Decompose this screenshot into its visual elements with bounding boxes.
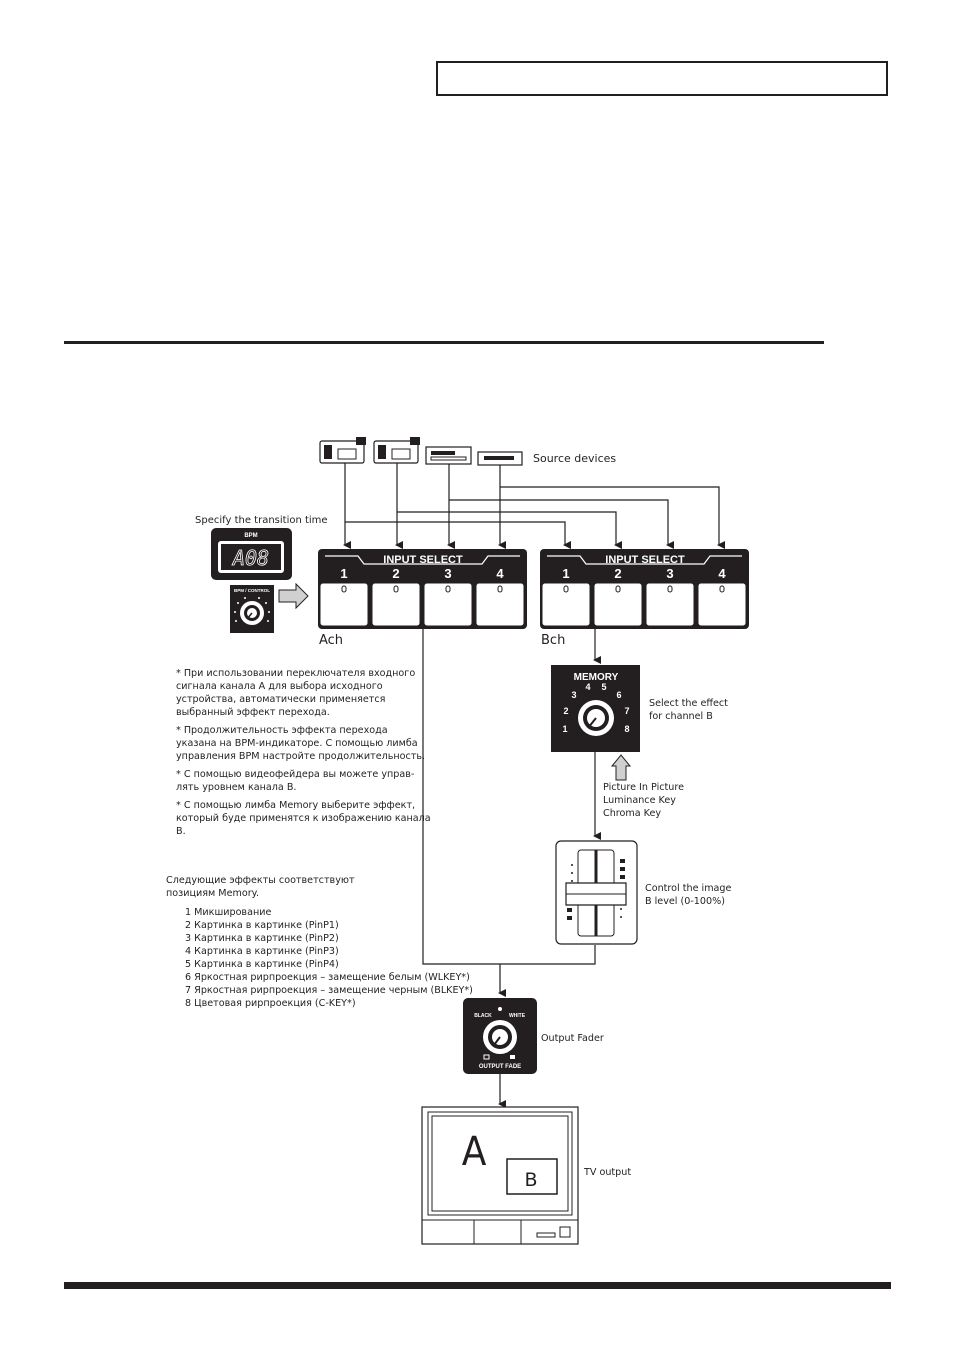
camcorder-icon-1	[319, 437, 366, 464]
bpm-label: BPM	[244, 533, 257, 539]
ach-label: Ach	[319, 633, 343, 648]
input-a-button-1[interactable]	[319, 582, 369, 627]
bpm-display-value: A08	[231, 546, 269, 570]
effect-item: 5 Картинка в картинке (PinP4)	[185, 959, 339, 970]
select-effect-label-2: for channel B	[649, 711, 713, 722]
footer-rule	[64, 1282, 891, 1289]
tv-a-label: A	[462, 1129, 487, 1175]
input-b-number-3: 3	[666, 566, 673, 581]
memory-label: MEMORY	[574, 672, 619, 683]
bpm-control-knob[interactable]	[240, 601, 264, 625]
tv-output-label: TV output	[583, 1167, 631, 1178]
note-3: * С помощью видеофейдера вы можете управ…	[176, 769, 415, 793]
svg-text:8: 8	[624, 724, 629, 734]
effects-intro: Следующие эффекты соответствуют позициям…	[166, 875, 355, 899]
input-a-led-1	[341, 585, 347, 593]
vcr-icon	[425, 446, 472, 465]
input-select-a-label: INPUT SELECT	[383, 554, 463, 566]
bpm-to-ach-arrow	[278, 582, 309, 610]
input-select-panel-a: INPUT SELECT	[318, 549, 527, 629]
input-b-led-2	[615, 585, 621, 593]
input-a-button-2[interactable]	[371, 582, 421, 627]
effect-item: 6 Яркостная рирпроекция – замещение белы…	[185, 972, 470, 983]
effect-input-arrow	[610, 754, 632, 781]
input-a-led-4	[497, 585, 503, 593]
input-b-button-1[interactable]	[541, 582, 591, 627]
header-box	[436, 61, 888, 96]
output-fade-knob[interactable]	[483, 1020, 517, 1054]
control-image-label-2: B level (0-100%)	[645, 896, 725, 907]
effect-item: 4 Картинка в картинке (PinP3)	[185, 946, 339, 957]
bch-label: Bch	[541, 633, 565, 648]
effect-item: 3 Картинка в картинке (PinP2)	[185, 933, 339, 944]
effect-type-pinp: Picture In Picture	[603, 782, 684, 793]
note-2: * Продолжительность эффекта перехода ука…	[176, 725, 426, 762]
input-a-number-2: 2	[392, 566, 399, 581]
section-rule	[64, 341, 824, 344]
svg-text:1: 1	[562, 724, 567, 734]
camcorder-icon-2	[373, 437, 420, 464]
bpm-control-label: BPM / CONTROL	[234, 588, 270, 593]
specify-transition-label: Specify the transition time	[195, 515, 328, 526]
svg-text:6: 6	[616, 690, 621, 700]
effect-item: 8 Цветовая рирпроекция (C-KEY*)	[185, 998, 356, 1009]
input-b-button-4[interactable]	[697, 582, 747, 627]
input-a-number-3: 3	[444, 566, 451, 581]
tv-output	[421, 1106, 579, 1245]
input-b-button-3[interactable]	[645, 582, 695, 627]
input-select-panel-b: INPUT SELECT	[540, 549, 749, 629]
dvd-player-icon	[477, 451, 523, 466]
input-a-led-3	[445, 585, 451, 593]
note-1: * При использовании переключателя входно…	[176, 668, 416, 718]
svg-text:7: 7	[624, 706, 629, 716]
effect-item: 2 Картинка в картинке (PinP1)	[185, 920, 339, 931]
svg-text:5: 5	[601, 682, 606, 692]
effect-item: 7 Яркостная рирпроекция – замещение черн…	[185, 985, 473, 996]
memory-knob[interactable]	[578, 700, 614, 736]
notes-block: * При использовании переключателя входно…	[176, 667, 431, 843]
black-label: BLACK	[474, 1013, 492, 1019]
input-a-number-1: 1	[340, 566, 347, 581]
input-a-button-3[interactable]	[423, 582, 473, 627]
memory-positions: 1 2 3 4 5 6 7 8	[562, 682, 629, 734]
effect-type-luminance: Luminance Key	[603, 795, 676, 806]
input-b-led-1	[563, 585, 569, 593]
svg-text:2: 2	[563, 706, 568, 716]
output-fade-label: OUTPUT FADE	[479, 1064, 521, 1070]
control-image-label-1: Control the image	[645, 883, 732, 894]
source-devices-label: Source devices	[533, 452, 616, 465]
input-a-number-4: 4	[496, 566, 504, 581]
output-fader-label: Output Fader	[541, 1033, 604, 1044]
input-b-button-2[interactable]	[593, 582, 643, 627]
effects-list: 1 Микширование 2 Картинка в картинке (Pi…	[185, 906, 473, 1010]
input-select-b-label: INPUT SELECT	[605, 554, 685, 566]
note-4: * С помощью лимба Memory выберите эффект…	[176, 800, 431, 837]
effect-type-chroma: Chroma Key	[603, 808, 661, 819]
svg-text:4: 4	[585, 682, 590, 692]
input-a-led-2	[393, 585, 399, 593]
input-b-number-1: 1	[562, 566, 569, 581]
input-b-led-4	[719, 585, 725, 593]
input-b-number-2: 2	[614, 566, 621, 581]
select-effect-label-1: Select the effect	[649, 698, 728, 709]
input-a-button-4[interactable]	[475, 582, 525, 627]
white-label: WHITE	[509, 1013, 526, 1019]
tv-b-label: B	[524, 1169, 537, 1191]
effect-item: 1 Микширование	[185, 907, 272, 918]
svg-text:3: 3	[571, 690, 576, 700]
input-b-led-3	[667, 585, 673, 593]
bpm-knob-ticks	[234, 597, 270, 622]
input-b-number-4: 4	[718, 566, 726, 581]
